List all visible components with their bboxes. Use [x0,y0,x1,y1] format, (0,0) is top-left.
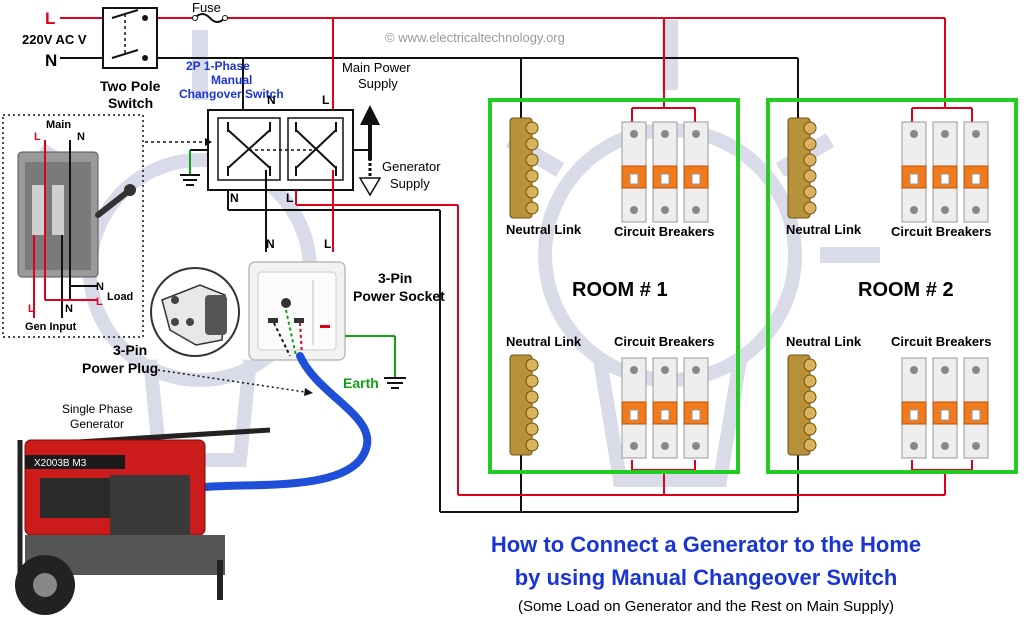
changeover-inset-frame [2,114,144,338]
generator-label-2: Generator [70,417,124,431]
room-2-neutral-link-top [787,117,817,219]
supply-live-label: L [45,9,55,28]
room-1-neutral-link-bottom: Neutral Link [506,334,582,349]
room-2-neutral-link-top: Neutral Link [786,222,862,237]
inset-n-label: N [77,131,85,143]
room-2-breakers-top: Circuit Breakers [891,224,991,239]
main-power-supply-arrow [353,105,380,160]
inset-load-label: Load [107,291,133,303]
two-pole-switch-label-1: Two Pole [100,78,161,94]
changeover-n-top: N [267,93,276,107]
supply-voltage-label: 220V AC V [22,32,87,47]
room-2-breakers-bottom [901,357,989,459]
room-1-neutral-link-top: Neutral Link [506,222,582,237]
generator-label-1: Single Phase [62,402,133,416]
changeover-inset-switch [17,151,136,278]
power-plug [150,267,240,357]
socket-n-label: N [266,237,275,251]
room-2-neutral-link-bottom [787,354,817,456]
changeover-l-bottom: L [286,191,293,205]
generator-supply-arrow [358,158,382,197]
room-2-title: ROOM # 2 [858,279,954,301]
title-line-1: How to Connect a Generator to the Home [491,532,921,557]
room-1-neutral-link-bottom [509,354,539,456]
room-1-breakers-bottom [621,357,709,459]
two-pole-switch-label-2: Switch [108,95,153,111]
room-2-neutral-link-bottom: Neutral Link [786,334,862,349]
inset-wires [33,140,97,318]
socket-label-1: 3-Pin [378,270,412,286]
plug-label-1: 3-Pin [113,342,147,358]
main-power-label-1: Main Power [342,60,411,75]
room-2-breakers-bottom: Circuit Breakers [891,334,991,349]
changeover-label-1: 2P 1-Phase [186,59,250,73]
inset-main-label: Main [46,119,71,131]
socket-l-label: L [324,237,331,251]
generator-supply-label-2: Supply [390,176,430,191]
changeover-n-bottom: N [230,191,239,205]
socket-label-2: Power Socket [353,288,445,304]
room-2-breakers-top [901,121,989,223]
inset-gen-l-label: L [28,303,35,315]
room-1-panel [488,98,740,474]
changeover-label-2: Manual [211,73,252,87]
earth-label: Earth [343,375,379,391]
room-1-breakers-top: Circuit Breakers [614,224,714,239]
generator-model-label: X2003B M3 [34,458,87,469]
changeover-l-top: L [322,93,329,107]
inset-l-label: L [34,131,41,143]
plug-label-2: Power Plug [82,360,158,376]
room-1-breakers-bottom: Circuit Breakers [614,334,714,349]
room-1-title: ROOM # 1 [572,279,668,301]
watermark-bulb-icon [35,20,880,487]
power-socket [248,261,346,361]
fuse-label: Fuse [192,0,221,15]
main-power-label-2: Supply [358,76,398,91]
main-supply-wires [60,17,973,125]
generator: X2003B M3 [15,427,271,615]
inset-load-l-label: L [96,296,103,308]
room-1-neutral-link-top [509,117,539,219]
room-2-panel [766,98,1018,474]
inset-load-n-label: N [96,281,104,293]
two-pole-switch [102,7,158,69]
fuse-icon [192,13,228,23]
watermark-text: © www.electricaltechnology.org [385,30,565,45]
changeover-label-3: Changover Switch [179,87,284,101]
room-1-breakers-top [621,121,709,223]
title-line-2: by using Manual Changeover Switch [515,565,898,590]
earth-ground-icon [345,335,406,389]
inset-gen-n-label: N [65,303,73,315]
inset-gen-input-label: Gen Input [25,321,77,333]
title-subtitle: (Some Load on Generator and the Rest on … [518,598,894,615]
supply-neutral-label: N [45,51,57,70]
changeover-switch [207,109,354,191]
changeover-ground-icon [180,149,208,186]
changeover-output-wires [227,170,973,513]
generator-supply-label-1: Generator [382,159,441,174]
room-devices [509,117,989,459]
plug-cable [176,352,372,494]
socket-internal-wires [273,309,303,357]
